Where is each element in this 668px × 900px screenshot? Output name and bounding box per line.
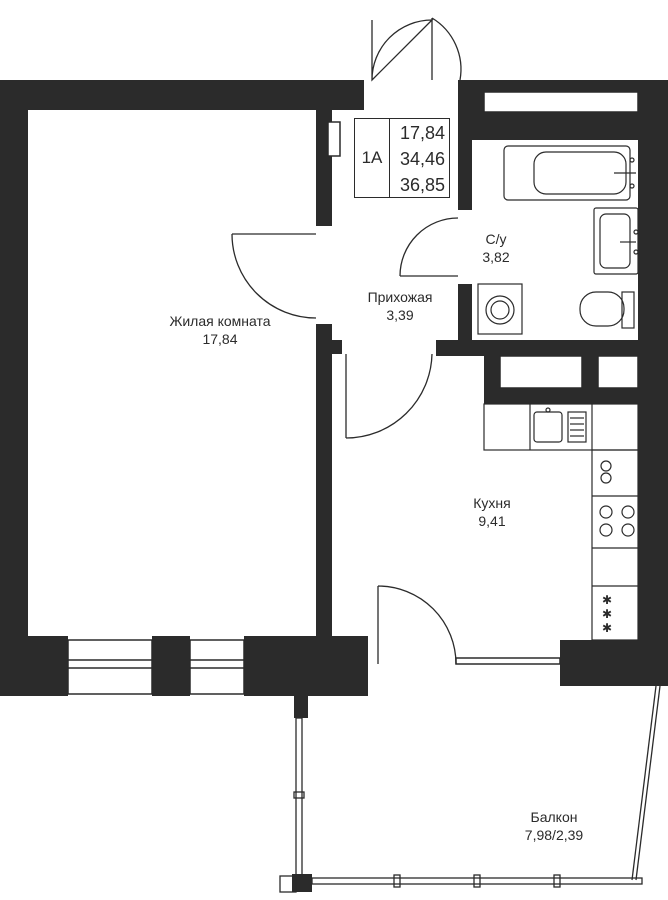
- kitchen-window: [455, 657, 561, 665]
- wall-living-right-upper: [316, 80, 332, 226]
- apartment-info-box: 1А 17,84 34,46 36,85: [354, 118, 450, 198]
- svg-text:✱: ✱: [602, 621, 612, 635]
- wall-living-left: [0, 80, 28, 680]
- living-door: [231, 233, 317, 319]
- walls: [0, 80, 668, 892]
- bath-door: [399, 217, 459, 277]
- entrance-door: [371, 19, 434, 82]
- room-area: 7,98/2,39: [524, 827, 584, 843]
- area-living: 17,84: [399, 123, 445, 143]
- area-total-with-balcony: 36,85: [399, 175, 445, 195]
- toilet-icon: [579, 291, 625, 327]
- bathroom-fixtures: [477, 145, 639, 335]
- balcony-rail-bottom: [311, 877, 643, 885]
- wall-living-top: [0, 80, 364, 110]
- room-name: Кухня: [473, 495, 511, 511]
- balcony-door: [377, 585, 457, 665]
- room-name: С/у: [485, 231, 507, 247]
- kitchen-counter: [483, 403, 639, 451]
- room-area: 17,84: [202, 331, 238, 347]
- vent-shaft: [483, 91, 639, 113]
- stove-icon: [599, 505, 613, 519]
- room-name: Балкон: [530, 809, 578, 825]
- svg-text:✱: ✱: [602, 607, 612, 621]
- room-label-balcony: Балкон 7,98/2,39: [525, 808, 583, 844]
- window-1: [67, 639, 153, 695]
- room-label-kitchen: Кухня 9,41: [473, 494, 510, 530]
- room-label-bathroom: С/у 3,82: [482, 230, 509, 266]
- wall-bath-left-upper: [458, 80, 472, 210]
- svg-text:✱: ✱: [602, 593, 612, 607]
- room-label-living: Жилая комната 17,84: [169, 312, 270, 348]
- wall-bottom-mid: [152, 636, 190, 696]
- room-area: 3,82: [482, 249, 510, 265]
- wall-balcony-corner: [292, 874, 312, 892]
- apartment-areas: 17,84 34,46 36,85: [389, 120, 449, 198]
- wall-openings: [327, 91, 639, 389]
- area-total: 34,46: [399, 149, 445, 169]
- room-name: Жилая комната: [169, 313, 271, 329]
- niche-kitchen-2: [597, 355, 639, 389]
- wall-living-right-lower: [316, 324, 332, 640]
- wall-bottom-right: [244, 636, 368, 696]
- balcony: [279, 685, 661, 893]
- hall-door: [345, 353, 433, 439]
- bathtub-icon: [503, 145, 631, 201]
- window-2: [189, 639, 245, 695]
- sink-icon: [593, 207, 639, 275]
- niche-living: [327, 121, 341, 157]
- balcony-rail-left: [295, 717, 303, 877]
- apartment-type: 1А: [355, 119, 390, 197]
- kitchen-fixtures: ✱ ✱ ✱: [483, 403, 639, 641]
- niche-kitchen: [499, 355, 583, 389]
- kitchen-sink-icon: [533, 411, 563, 443]
- wall-stub: [326, 340, 342, 354]
- gas-meter-icon: [600, 460, 612, 472]
- wall-bath-left-lower: [458, 284, 472, 354]
- doors: [231, 17, 462, 665]
- room-label-hall: Прихожая 3,39: [368, 288, 433, 324]
- kitchen-cabinets: [591, 449, 639, 641]
- washing-machine-icon: [477, 283, 523, 335]
- room-name: Прихожая: [367, 289, 433, 305]
- balcony-rail-right: [635, 685, 661, 881]
- wall-balcony-post: [294, 690, 308, 718]
- room-area: 9,41: [478, 513, 506, 529]
- room-area: 3,39: [386, 307, 414, 323]
- wall-bottom-left: [0, 636, 68, 696]
- wall-kitchen-bottom: [560, 640, 668, 686]
